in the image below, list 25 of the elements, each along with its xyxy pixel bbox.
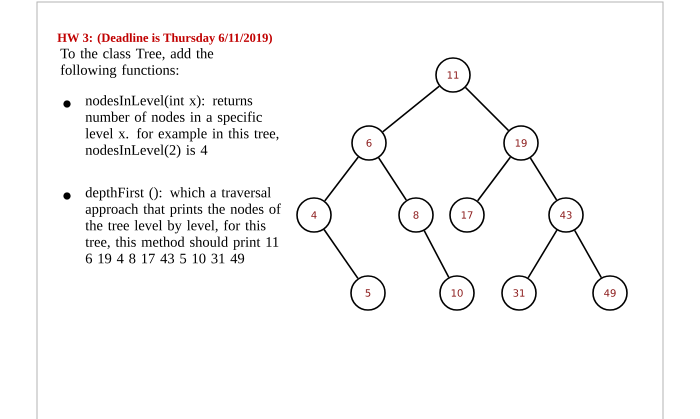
tree-edge xyxy=(424,230,450,278)
tree-edge xyxy=(323,229,359,279)
tree-node: 17 xyxy=(449,197,485,233)
tree-node: 49 xyxy=(592,275,628,311)
intro-text: To the class Tree, add the following functions: xyxy=(60,48,214,78)
tree-edge xyxy=(324,156,359,202)
tree-node: 6 xyxy=(351,125,387,161)
tree-edge xyxy=(465,87,509,131)
tree-node: 8 xyxy=(398,197,434,233)
tree-node: 19 xyxy=(503,125,539,161)
tree-edge xyxy=(530,158,558,200)
tree-node: 31 xyxy=(501,275,537,311)
bullet-text: depthFirst (): which a traversal approach that prints the nodes of the tree level by level, for this tree, this method should print 11 6 19 4 8 17 43 5 10 31 49 xyxy=(85,187,281,264)
bullet-text: nodesInLevel(int x): returns number of nodes in a specific level x. for example in this tree, nodesInLevel(2) is 4 xyxy=(86,95,278,158)
tree-edge xyxy=(528,230,558,278)
tree-node: 5 xyxy=(350,275,386,311)
tree-node: 11 xyxy=(435,57,471,93)
tree-edge xyxy=(382,86,440,132)
heading: HW 3: (Deadline is Thursday 6/11/2019) xyxy=(57,33,272,45)
tree-edge xyxy=(477,156,511,202)
tree-edge xyxy=(574,230,602,278)
tree-node: 4 xyxy=(296,197,332,233)
tree-node: 43 xyxy=(548,197,584,233)
tree-edge xyxy=(378,157,407,201)
tree-node: 10 xyxy=(439,275,475,311)
